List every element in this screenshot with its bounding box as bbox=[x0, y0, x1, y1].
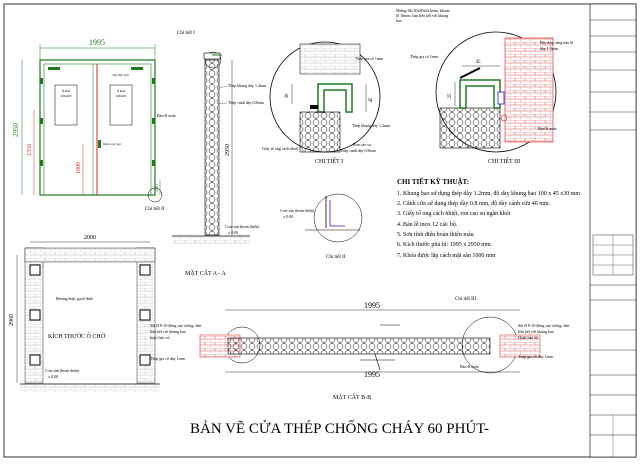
svg-text:± 0.00: ± 0.00 bbox=[283, 214, 293, 219]
svg-text:200x400: 200x400 bbox=[61, 94, 72, 98]
hinge-icon bbox=[40, 78, 43, 84]
detail-two: Cote sàn (hoàn thiện) ± 0.00 Chi tiết II bbox=[280, 193, 363, 260]
svg-text:CHI TIẾT KỸ THUẬT:: CHI TIẾT KỸ THUẬT: bbox=[397, 178, 469, 186]
svg-text:1995: 1995 bbox=[364, 370, 380, 379]
svg-text:Miếng Sắt 30x80x6x3mm, khoan: Miếng Sắt 30x80x6x3mm, khoan bbox=[396, 8, 450, 14]
svg-text:Betong hoặc gạch đinh: Betong hoặc gạch đinh bbox=[56, 296, 93, 301]
svg-text:Chi tiết I: Chi tiết I bbox=[177, 31, 195, 36]
svg-text:250: 250 bbox=[155, 184, 160, 192]
door-closer-icon bbox=[48, 67, 60, 70]
tech-specs: CHI TIẾT KỸ THUẬT: 1. Khung bao sử dụng … bbox=[397, 178, 580, 259]
svg-text:5. Sơn tĩnh điện hoàn thiện mà: 5. Sơn tĩnh điện hoàn thiện màu bbox=[397, 232, 474, 238]
svg-text:25: 25 bbox=[448, 93, 453, 99]
svg-text:1000: 1000 bbox=[76, 162, 82, 174]
svg-text:Thép gia cố dày 1mm: Thép gia cố dày 1mm bbox=[150, 356, 186, 361]
door-closer-icon bbox=[131, 67, 143, 70]
svg-text:2000: 2000 bbox=[84, 235, 96, 241]
svg-text:Chi tiết III: Chi tiết III bbox=[455, 297, 476, 302]
svg-text:Cote sàn (hoàn thiện): Cote sàn (hoàn thiện) bbox=[225, 224, 260, 229]
svg-text:Bản lề mơn: Bản lề mơn bbox=[538, 126, 557, 131]
hinge-icon bbox=[500, 114, 508, 122]
svg-text:liên kết với khung bao: liên kết với khung bao bbox=[518, 329, 554, 334]
svg-text:Sắt Ø 8-10 đóng vào tường, hàn: Sắt Ø 8-10 đóng vào tường, hàn bbox=[518, 323, 569, 329]
svg-text:4. Bản lề inox 12 cái/ bộ.: 4. Bản lề inox 12 cái/ bộ. bbox=[397, 221, 458, 228]
lock-handle-icon bbox=[98, 140, 101, 148]
front-elevation: 1995 Ô kính 200x400 Ô kính 200x400 Tay đ… bbox=[12, 38, 176, 212]
svg-text:Ô kính: Ô kính bbox=[62, 88, 71, 93]
svg-text:Bản lề mơn: Bản lề mơn bbox=[157, 113, 176, 118]
svg-text:7. Khóa được lắp cách mặt sàn: 7. Khóa được lắp cách mặt sàn 1000 mm bbox=[397, 252, 496, 259]
svg-text:MẶT CẮT B-B: MẶT CẮT B-B bbox=[333, 393, 371, 401]
hinge-icon bbox=[497, 91, 505, 105]
svg-text:3. Giấy tổ ong cách nhiệt, ron: 3. Giấy tổ ong cách nhiệt, ron cao su ng… bbox=[397, 210, 511, 217]
svg-text:2960: 2960 bbox=[9, 314, 15, 326]
svg-text:hoặc bản vít: hoặc bản vít bbox=[150, 335, 170, 340]
svg-text:Giấy tổ ong cách nhiệt: Giấy tổ ong cách nhiệt bbox=[262, 146, 299, 151]
svg-text:Ron cao su: Ron cao su bbox=[353, 142, 371, 147]
svg-text:2. Cánh cửa sử dụng thép dày 0: 2. Cánh cửa sử dụng thép dày 0.8 mm, độ … bbox=[397, 201, 551, 207]
svg-text:Thép gia cố dày 1mm: Thép gia cố dày 1mm bbox=[518, 354, 554, 359]
svg-text:Tay đẩy hơi: Tay đẩy hơi bbox=[112, 72, 129, 77]
front-width-dim: 1995 bbox=[89, 38, 105, 47]
title-block bbox=[589, 3, 637, 458]
svg-text:Thép gia cố 1mm: Thép gia cố 1mm bbox=[355, 56, 384, 61]
svg-text:dày 1.0mm: dày 1.0mm bbox=[540, 46, 559, 51]
hinge-icon bbox=[152, 78, 155, 84]
svg-text:Khóa tay gạt: Khóa tay gạt bbox=[103, 142, 121, 146]
svg-text:2950: 2950 bbox=[12, 123, 20, 138]
vision-panel-left bbox=[54, 84, 78, 126]
svg-text:± 0.00: ± 0.00 bbox=[48, 374, 58, 379]
svg-text:30: 30 bbox=[285, 93, 290, 99]
drawing-title: BẢN VẼ CỬA THÉP CHỐNG CHÁY 60 PHÚT- bbox=[190, 419, 489, 437]
hinge-icon bbox=[152, 160, 155, 166]
svg-text:liên kết với khung bao: liên kết với khung bao bbox=[150, 329, 186, 334]
hinge-icon bbox=[40, 118, 43, 124]
svg-text:6. Kích thước phủ bì: 1995 x 2: 6. Kích thước phủ bì: 1995 x 2950 mm. bbox=[397, 242, 493, 248]
section-aa: Chi tiết I Thép khung dày 1.2mm Thép cán… bbox=[172, 31, 267, 277]
section-bb: 1995 1995 Chi tiết III Sắt Ø 8-10 đóng v… bbox=[150, 297, 569, 401]
svg-text:1. Khung bao sử dụng thép dày: 1. Khung bao sử dụng thép dày 1.2mm, độ … bbox=[397, 191, 580, 197]
svg-text:MẶT CẮT A - A: MẶT CẮT A - A bbox=[185, 269, 226, 277]
svg-text:1995: 1995 bbox=[364, 301, 380, 310]
detail-one: 30 45 Thép gia cố 1mm Thép khung dày 1.2… bbox=[262, 41, 391, 165]
vision-panel-right bbox=[109, 84, 133, 126]
detail-three: 45 25 Miếng Sắt 30x80x6x3mm, khoan lỗ 10… bbox=[396, 8, 573, 165]
svg-text:Thép khung dày 1.2mm: Thép khung dày 1.2mm bbox=[352, 123, 391, 128]
svg-text:45: 45 bbox=[369, 97, 374, 103]
svg-text:Sắt Ø 8-10 đóng vào tường, hàn: Sắt Ø 8-10 đóng vào tường, hàn bbox=[150, 323, 201, 329]
svg-text:KÍCH THƯỚC Ô CHỜ: KÍCH THƯỚC Ô CHỜ bbox=[48, 332, 106, 340]
svg-text:1350: 1350 bbox=[27, 144, 33, 156]
hinge-icon bbox=[152, 118, 155, 124]
svg-text:± 0.00: ± 0.00 bbox=[228, 230, 238, 235]
hinge-icon bbox=[40, 160, 43, 166]
svg-text:lỗ 10mm, bản liên kết với khun: lỗ 10mm, bản liên kết với khung bbox=[396, 13, 448, 19]
svg-text:Thép gia cố 1mm: Thép gia cố 1mm bbox=[410, 54, 439, 59]
svg-text:Hoặc bản vít: Hoặc bản vít bbox=[518, 335, 539, 340]
svg-text:Chi tiết II: Chi tiết II bbox=[326, 255, 346, 260]
svg-text:2950: 2950 bbox=[225, 144, 231, 156]
svg-text:45: 45 bbox=[476, 60, 482, 65]
svg-text:Thép cánh dày 0.8mm: Thép cánh dày 0.8mm bbox=[340, 148, 377, 153]
svg-text:Chi tiết II: Chi tiết II bbox=[145, 207, 165, 212]
svg-text:bao: bao bbox=[396, 18, 402, 23]
svg-text:Thép khung dày 1.2mm: Thép khung dày 1.2mm bbox=[228, 83, 267, 88]
svg-text:Bát tăng cứng bản lề: Bát tăng cứng bản lề bbox=[540, 40, 573, 45]
svg-text:CHI TIẾT I: CHI TIẾT I bbox=[315, 157, 343, 165]
svg-text:Cote sàn (hoàn thiện): Cote sàn (hoàn thiện) bbox=[45, 368, 80, 373]
svg-text:Bản lề mơn: Bản lề mơn bbox=[460, 364, 479, 369]
opening-size: 2000 2960 Betong hoặc gạch đinh KÍCH THƯ… bbox=[9, 235, 160, 392]
svg-text:200x400: 200x400 bbox=[116, 94, 127, 98]
svg-text:Cote sàn (hoàn thiện): Cote sàn (hoàn thiện) bbox=[280, 208, 315, 213]
svg-text:Thép cánh dày 0.8mm: Thép cánh dày 0.8mm bbox=[228, 100, 265, 105]
svg-text:Ô kính: Ô kính bbox=[117, 88, 126, 93]
svg-text:CHI TIẾT III: CHI TIẾT III bbox=[488, 157, 520, 165]
